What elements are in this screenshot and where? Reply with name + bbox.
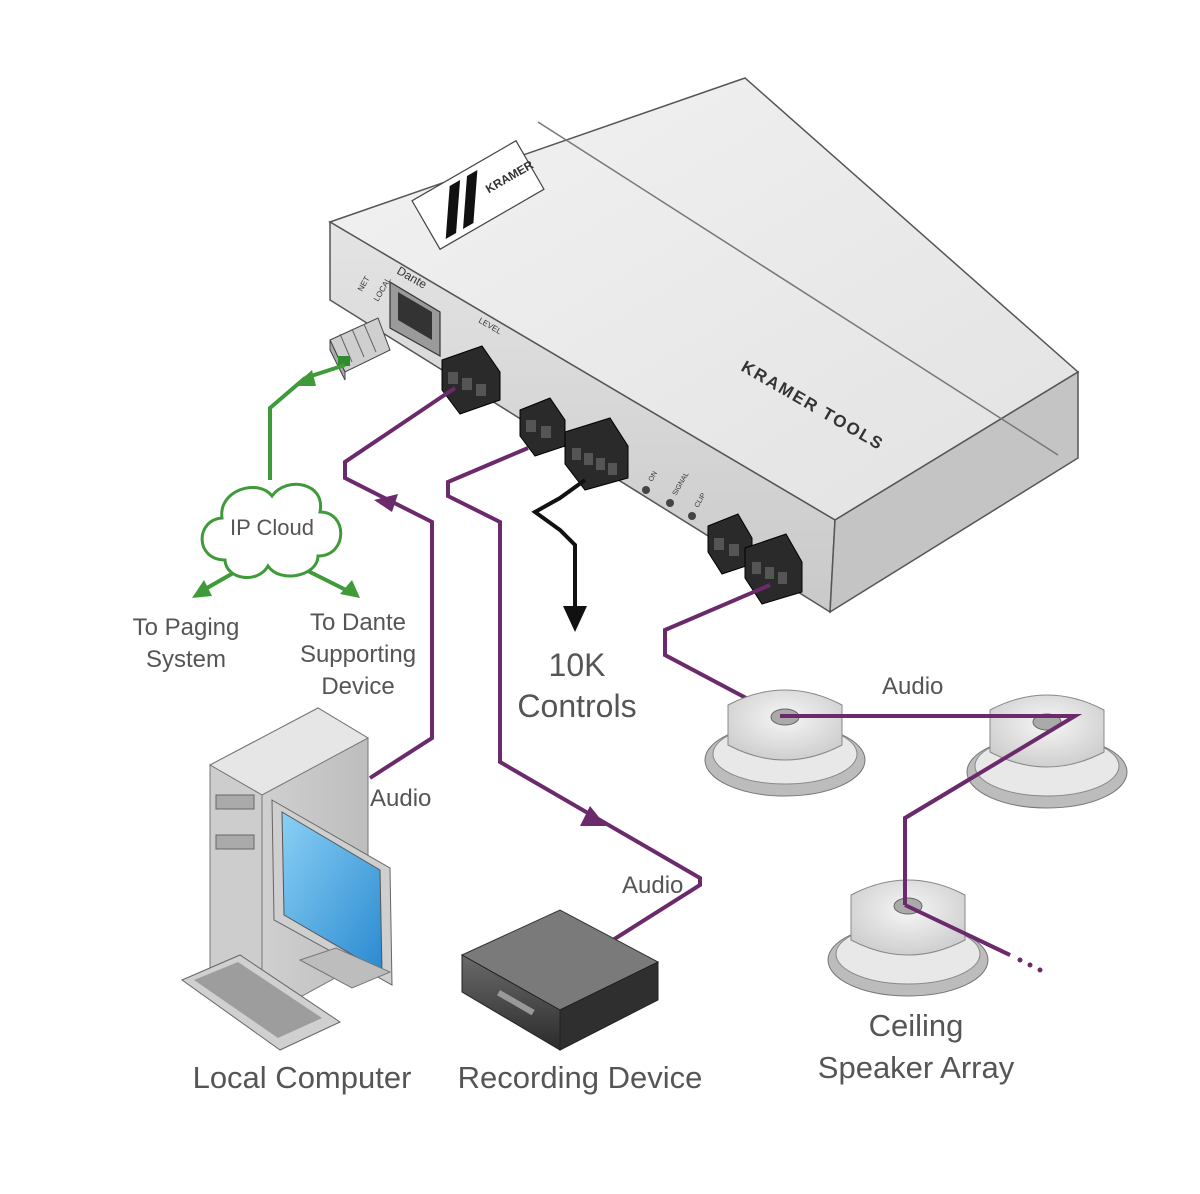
to-dante-line1: To Dante — [310, 609, 406, 636]
audio-cable-computer — [343, 386, 457, 780]
speakers-label-line1: Ceiling — [869, 1008, 964, 1043]
clip-led — [688, 512, 696, 520]
arrow-head — [374, 494, 398, 512]
device-side-face — [829, 370, 1079, 614]
audio-label-computer: Audio — [370, 785, 431, 812]
audio-cable-recorder — [446, 446, 702, 947]
speakers-label-line2: Speaker Array — [818, 1050, 1015, 1085]
computer-label: Local Computer — [193, 1060, 412, 1095]
terminal-block-icon — [441, 345, 501, 415]
computer-icon — [180, 707, 393, 1051]
controls-line1: 10K — [549, 647, 606, 683]
device-groove — [537, 121, 1059, 456]
terminal-block-icon — [744, 533, 803, 605]
terminal-block-icon — [564, 417, 629, 491]
arrow-head — [563, 606, 587, 632]
arrow-head — [192, 580, 212, 598]
audio-label-speakers: Audio — [882, 673, 943, 700]
continuation-dots — [1017, 957, 1043, 973]
to-paging-line2: System — [146, 646, 226, 673]
kramer-device: KRAMER KRAMER TOOLS Dante NET LOCAL LEVE… — [328, 77, 1080, 614]
ethernet-port-icon — [389, 280, 441, 358]
controls-line2: Controls — [517, 688, 636, 724]
recorder-icon — [460, 909, 660, 1051]
control-cable — [531, 478, 587, 610]
on-led — [642, 486, 650, 494]
network-adapter — [329, 317, 391, 381]
audio-cable-speakers-overlay — [780, 714, 1083, 957]
to-dante-line2: Supporting — [300, 641, 416, 668]
cloud-label: IP Cloud — [230, 515, 314, 540]
arrow-head — [340, 580, 360, 598]
arrow-head — [580, 806, 606, 826]
recorder-label: Recording Device — [458, 1060, 703, 1095]
audio-label-recorder: Audio — [622, 872, 683, 899]
to-dante-line3: Device — [321, 673, 394, 700]
to-paging-line1: To Paging — [133, 614, 240, 641]
ip-cloud-icon — [200, 482, 343, 579]
on-label: ON — [648, 470, 659, 483]
signal-led — [666, 499, 674, 507]
ceiling-speaker-icon — [827, 879, 989, 997]
ceiling-speaker-icon — [704, 689, 866, 797]
ceiling-speaker-icon — [966, 694, 1128, 809]
arrow-head — [294, 370, 316, 386]
kramer-logo-icon: KRAMER — [411, 139, 545, 251]
